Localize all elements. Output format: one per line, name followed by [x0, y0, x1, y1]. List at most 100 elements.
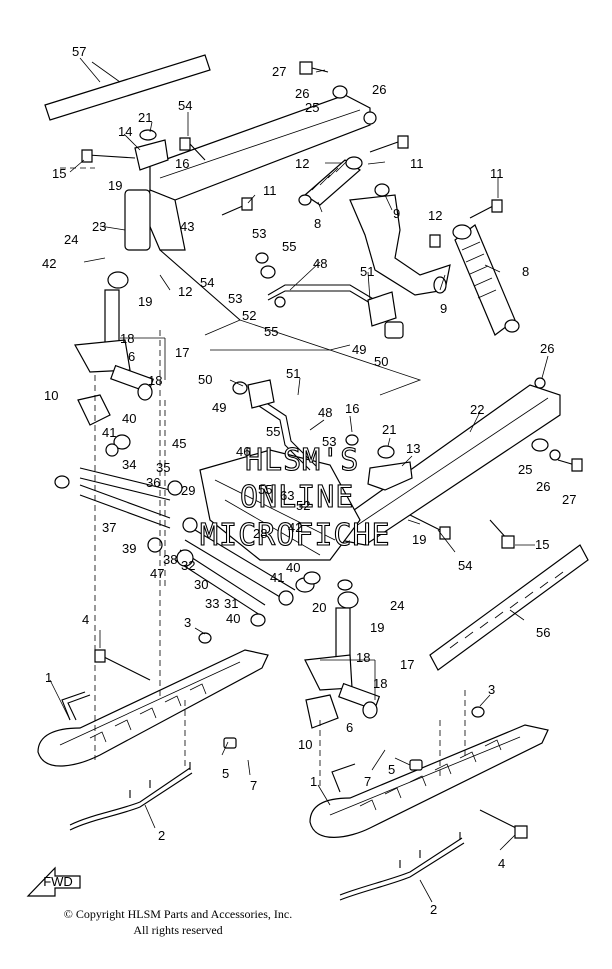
callout-36: 36: [146, 475, 160, 490]
decal-56: [429, 544, 589, 671]
callout-11: 11: [410, 156, 424, 171]
callout-21: 21: [138, 110, 152, 125]
callout-12: 12: [428, 208, 442, 223]
watermark-line-3: MICROFICHE: [200, 518, 391, 553]
callout-1: 1: [310, 774, 317, 789]
spindle-left-upper: [74, 271, 154, 401]
callout-12: 12: [295, 156, 309, 171]
callout-56: 56: [536, 625, 550, 640]
upper-rail: [124, 94, 371, 321]
callout-50: 50: [374, 354, 388, 369]
callout-19: 19: [108, 178, 122, 193]
block-14-21: [134, 129, 169, 171]
callout-40: 40: [122, 411, 136, 426]
callout-54: 54: [200, 275, 214, 290]
callout-52: 52: [242, 308, 256, 323]
callout-15: 15: [52, 166, 66, 181]
callout-13: 13: [406, 441, 420, 456]
watermark-line-2: ONLINE: [240, 480, 354, 515]
stabilizer-48-upper: [255, 252, 404, 339]
callout-52: 52: [296, 498, 310, 513]
ski-left: [37, 632, 269, 767]
callout-55: 55: [258, 482, 272, 497]
callout-53: 53: [322, 434, 336, 449]
bolt-15-lower: [489, 519, 515, 549]
callout-42: 42: [42, 256, 56, 271]
bolt-54-top: [179, 137, 206, 161]
callout-18: 18: [373, 676, 387, 691]
callout-4: 4: [82, 612, 89, 627]
callout-42: 42: [288, 520, 302, 535]
callout-7: 7: [250, 778, 257, 793]
copyright-notice: © Copyright HLSM Parts and Accessories, …: [28, 906, 328, 938]
callout-29: 29: [181, 483, 195, 498]
bolt-27-lower: [531, 438, 583, 472]
callout-26: 26: [540, 341, 554, 356]
callout-38: 38: [163, 552, 177, 567]
callout-25: 25: [305, 100, 319, 115]
callout-27: 27: [272, 64, 286, 79]
callout-51: 51: [360, 264, 374, 279]
callout-9: 9: [393, 206, 400, 221]
callout-18: 18: [148, 373, 162, 388]
stabilizer-48-lower: [232, 379, 317, 471]
callout-24: 24: [64, 232, 78, 247]
callout-24: 24: [390, 598, 404, 613]
callout-5: 5: [388, 762, 395, 777]
callout-10: 10: [44, 388, 58, 403]
callout-11: 11: [263, 183, 277, 198]
callout-25: 25: [518, 462, 532, 477]
callout-28: 28: [253, 526, 267, 541]
callout-8: 8: [314, 216, 321, 231]
fwd-arrow-icon: FWD: [26, 866, 81, 897]
callout-32: 32: [181, 558, 195, 573]
callout-41: 41: [102, 425, 116, 440]
callout-45: 45: [172, 436, 186, 451]
bolt-11-mid: [221, 197, 253, 216]
callout-35: 35: [156, 460, 170, 475]
callout-30: 30: [194, 577, 208, 592]
bolt-11-top: [369, 135, 409, 153]
callout-48: 48: [313, 256, 327, 271]
callout-2: 2: [158, 828, 165, 843]
callout-54: 54: [458, 558, 472, 573]
callout-53: 53: [228, 291, 242, 306]
callout-40: 40: [226, 611, 240, 626]
callout-49: 49: [352, 342, 366, 357]
callout-26: 26: [372, 82, 386, 97]
callout-11: 11: [490, 166, 504, 181]
shock-8-right: [429, 199, 520, 336]
callout-43: 43: [180, 219, 194, 234]
leader-lines: [49, 57, 549, 903]
callout-18: 18: [356, 650, 370, 665]
watermark-line-1: HLSM'S: [245, 443, 359, 478]
callout-46: 46: [236, 444, 250, 459]
callout-23: 23: [92, 219, 106, 234]
bracket-9: [349, 183, 451, 296]
callout-8: 8: [522, 264, 529, 279]
callout-33: 33: [205, 596, 219, 611]
callout-21: 21: [382, 422, 396, 437]
callout-53: 53: [252, 226, 266, 241]
callout-10: 10: [298, 737, 312, 752]
copyright-line-2: All rights reserved: [133, 923, 223, 937]
spindle-right: [304, 579, 381, 729]
callout-17: 17: [400, 657, 414, 672]
washer-26-top: [332, 85, 377, 125]
bolt-15: [81, 149, 136, 163]
callout-4: 4: [498, 856, 505, 871]
callout-12: 12: [178, 284, 192, 299]
copyright-line-1: © Copyright HLSM Parts and Accessories, …: [63, 907, 293, 921]
callout-19: 19: [412, 532, 426, 547]
callout-1: 1: [45, 670, 52, 685]
bolt-27-top: [299, 61, 329, 75]
callout-16: 16: [175, 156, 189, 171]
callout-57: 57: [72, 44, 86, 59]
callout-26: 26: [536, 479, 550, 494]
callout-50: 50: [198, 372, 212, 387]
assembly-lines: [60, 167, 466, 790]
callout-41: 41: [270, 570, 284, 585]
callout-15: 15: [535, 537, 549, 552]
callout-55: 55: [266, 424, 280, 439]
fwd-label: FWD: [43, 874, 73, 889]
